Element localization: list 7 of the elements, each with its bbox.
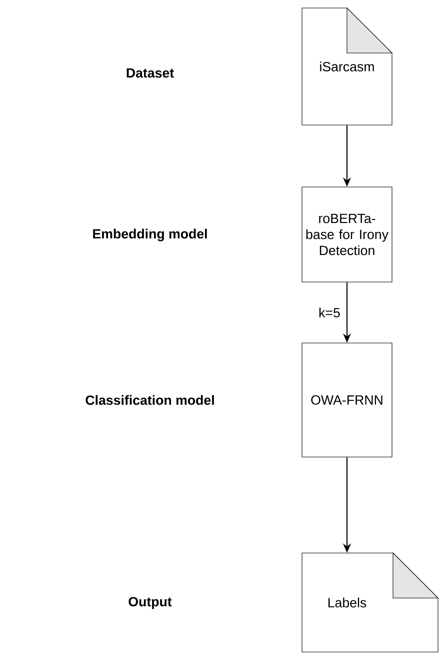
edge-label: k=5 [317, 306, 342, 319]
process-box: OWA-FRNN [302, 342, 392, 458]
stage-label: Output [128, 596, 172, 610]
stage-label: Embedding model [93, 228, 207, 242]
stage-label: Dataset [126, 68, 174, 78]
stage-label: Classification model [86, 395, 214, 405]
process-box: roBERTa-base for Irony Detection [302, 186, 392, 282]
